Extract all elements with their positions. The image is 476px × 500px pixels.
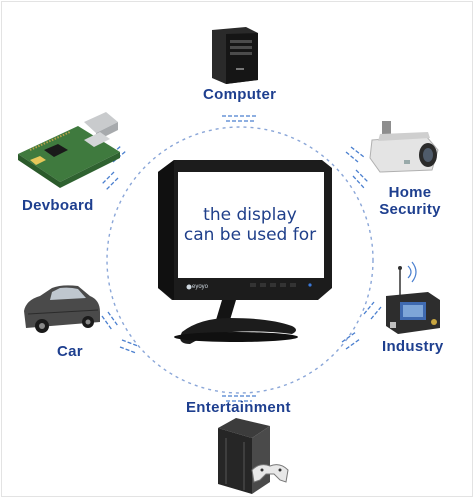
label-home-security-line2: Security (379, 201, 441, 218)
screen-text-line1: the display (203, 205, 297, 225)
monitor-brand: eyoyo (192, 284, 209, 290)
label-devboard: Devboard (22, 197, 94, 214)
screen-text: the display can be used for (180, 205, 320, 245)
label-industry: Industry (382, 338, 444, 355)
monitor-icon (158, 160, 332, 344)
computer-tower-icon (212, 27, 258, 84)
label-computer: Computer (203, 86, 277, 103)
signal-waves (101, 115, 382, 402)
label-home-security: Home Security (377, 184, 443, 218)
game-console-icon (218, 418, 289, 494)
label-entertainment: Entertainment (186, 399, 291, 416)
industrial-device-icon (386, 261, 440, 334)
label-car: Car (57, 343, 83, 360)
monitor-screen (178, 172, 324, 278)
security-camera-icon (369, 121, 439, 173)
dashed-circle (106, 126, 374, 394)
label-home-security-line1: Home (388, 184, 432, 201)
screen-text-line2: can be used for (183, 225, 317, 245)
car-icon (24, 285, 100, 333)
raspberry-pi-board-icon (18, 112, 120, 188)
